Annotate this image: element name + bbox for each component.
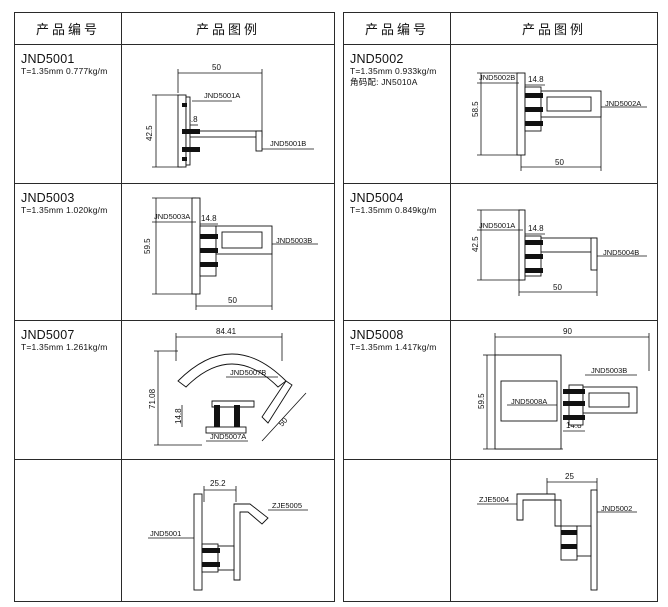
profile-drawing-jnd5007: 84.41 71.08 14.8 50 JND5007B JND5007A	[148, 327, 307, 446]
product-spec: T=1.35mm 0.933kg/m	[350, 66, 437, 76]
part-label: JND5002B	[479, 73, 515, 82]
right-row4-code-cell	[343, 459, 451, 602]
part-label: JND5003B	[591, 366, 627, 375]
product-spec: T=1.35mm 1.020kg/m	[21, 205, 108, 215]
left-row3-image-cell: 84.41 71.08 14.8 50 JND5007B JND5007A	[121, 320, 335, 460]
right-header-image: 产品图例	[450, 12, 658, 45]
profile-drawing-jnd5001: 50 42.5 14.8 JND5001A JND5001B	[145, 63, 314, 168]
part-label: JND5001A	[204, 91, 240, 100]
part-label: JND5008A	[511, 397, 547, 406]
profile-drawing-assembly-right: 25 ZJE5004 JND5002	[477, 472, 637, 591]
dim-width: 90	[563, 327, 572, 336]
product-spec: T=1.35mm 0.777kg/m	[21, 66, 108, 76]
dim-thermal-break: 14.8	[528, 224, 544, 233]
profile-drawing-jnd5003: 59.5 50 14.8 JND5003A JND5003B	[143, 197, 318, 310]
part-label: JND5001	[150, 529, 181, 538]
part-label: JND5003A	[154, 212, 190, 221]
part-label: JND5007A	[210, 432, 246, 441]
product-note: 角码配: JN5010A	[350, 77, 418, 87]
left-header-code: 产品编号	[14, 12, 122, 45]
dim-thermal-break: 14.8	[528, 75, 544, 84]
profile-drawing-assembly-left: 25.2 ZJE5005 JND5001	[148, 479, 308, 591]
part-label: ZJE5005	[272, 501, 302, 510]
dim-thermal-break: 14.8	[174, 408, 183, 424]
right-header-code: 产品编号	[343, 12, 451, 45]
part-label: JND5003B	[276, 236, 312, 245]
product-code: JND5001	[21, 52, 75, 66]
product-code: JND5003	[21, 191, 75, 205]
left-row2-image-cell: 59.5 50 14.8 JND5003A JND5003B	[121, 183, 335, 321]
product-code: JND5007	[21, 328, 75, 342]
left-row4-code-cell	[14, 459, 122, 602]
dim-height: 58.5	[471, 101, 480, 117]
product-spec: T=1.35mm 0.849kg/m	[350, 205, 437, 215]
dim-height: 42.5	[471, 236, 480, 252]
dim-height: 59.5	[477, 393, 486, 409]
dim-height: 71.08	[148, 388, 157, 409]
product-code: JND5008	[350, 328, 404, 342]
part-label: JND5001B	[270, 139, 306, 148]
right-row3-image-cell: 90 59.5 14.8 JND5003B JND5008A	[450, 320, 658, 460]
right-row1-image-cell: 58.5 50 14.8 JND5002B JND5002A	[450, 44, 658, 184]
dim-width: 84.41	[216, 327, 237, 336]
dim-diagonal: 50	[277, 415, 290, 428]
product-code: JND5004	[350, 191, 404, 205]
part-label: JND5001A	[479, 221, 515, 230]
part-label: JND5002	[601, 504, 632, 513]
dim-height: 42.5	[145, 125, 154, 141]
product-code: JND5002	[350, 52, 404, 66]
dim-width: 25.2	[210, 479, 226, 488]
dim-width: 50	[553, 283, 562, 292]
right-row4-image-cell: 25 ZJE5004 JND5002	[450, 459, 658, 602]
part-label: ZJE5004	[479, 495, 509, 504]
part-label: JND5007B	[230, 368, 266, 377]
product-spec: T=1.35mm 1.417kg/m	[350, 342, 437, 352]
dim-width: 50	[212, 63, 221, 72]
dim-width: 50	[555, 158, 564, 167]
left-row4-image-cell: 25.2 ZJE5005 JND5001	[121, 459, 335, 602]
dim-thermal-break: 14.8	[566, 421, 582, 430]
product-spec: T=1.35mm 1.261kg/m	[21, 342, 108, 352]
dim-width: 25	[565, 472, 574, 481]
dim-thermal-break: 14.8	[201, 214, 217, 223]
left-row1-image-cell: 50 42.5 14.8 JND5001A JND5001B	[121, 44, 335, 184]
dim-width: 50	[228, 296, 237, 305]
part-label: JND5002A	[605, 99, 641, 108]
dim-height: 59.5	[143, 238, 152, 254]
left-header-image: 产品图例	[121, 12, 335, 45]
right-row2-image-cell: 42.5 50 14.8 JND5001A JND5004B	[450, 183, 658, 321]
part-label: JND5004B	[603, 248, 639, 257]
profile-drawing-jnd5008: 90 59.5 14.8 JND5003B JND5008A	[477, 327, 650, 450]
profile-drawing-jnd5004: 42.5 50 14.8 JND5001A JND5004B	[471, 209, 647, 296]
profile-drawing-jnd5002: 58.5 50 14.8 JND5002B JND5002A	[471, 72, 647, 171]
